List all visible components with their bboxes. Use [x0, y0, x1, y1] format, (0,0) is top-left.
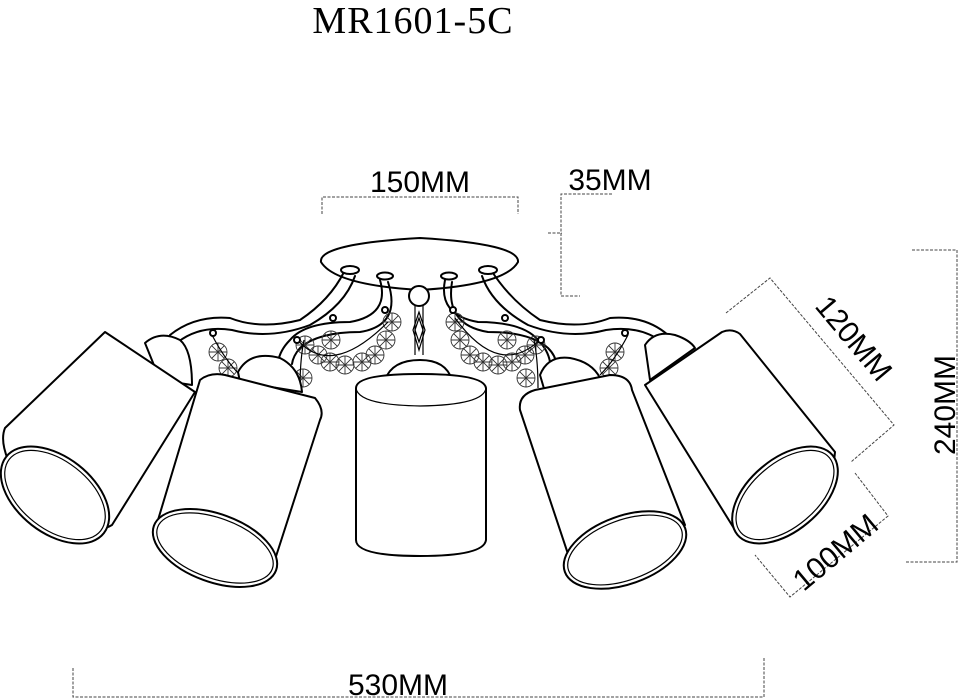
- canopy-height-label: 35MM: [568, 164, 651, 197]
- total-height-label: 240MM: [929, 355, 960, 455]
- shade-far-left: [0, 331, 196, 545]
- model-title: MR1601-5C: [312, 0, 513, 42]
- total-height-dimension: 240MM: [906, 249, 960, 563]
- canopy-width-label: 150MM: [370, 166, 470, 199]
- canopy-width-dimension: 150MM: [321, 166, 519, 214]
- canopy-height-dimension: 35MM: [548, 164, 652, 297]
- shade-far-right: [644, 329, 839, 545]
- shade-inner-right: [518, 356, 688, 590]
- ceiling-canopy: [319, 237, 519, 291]
- shade-center: [355, 359, 487, 557]
- chandelier-illustration: [0, 237, 839, 590]
- shade-inner-left: [151, 354, 323, 588]
- total-width-dimension: 530MM: [72, 658, 765, 699]
- total-width-label: 530MM: [348, 669, 448, 699]
